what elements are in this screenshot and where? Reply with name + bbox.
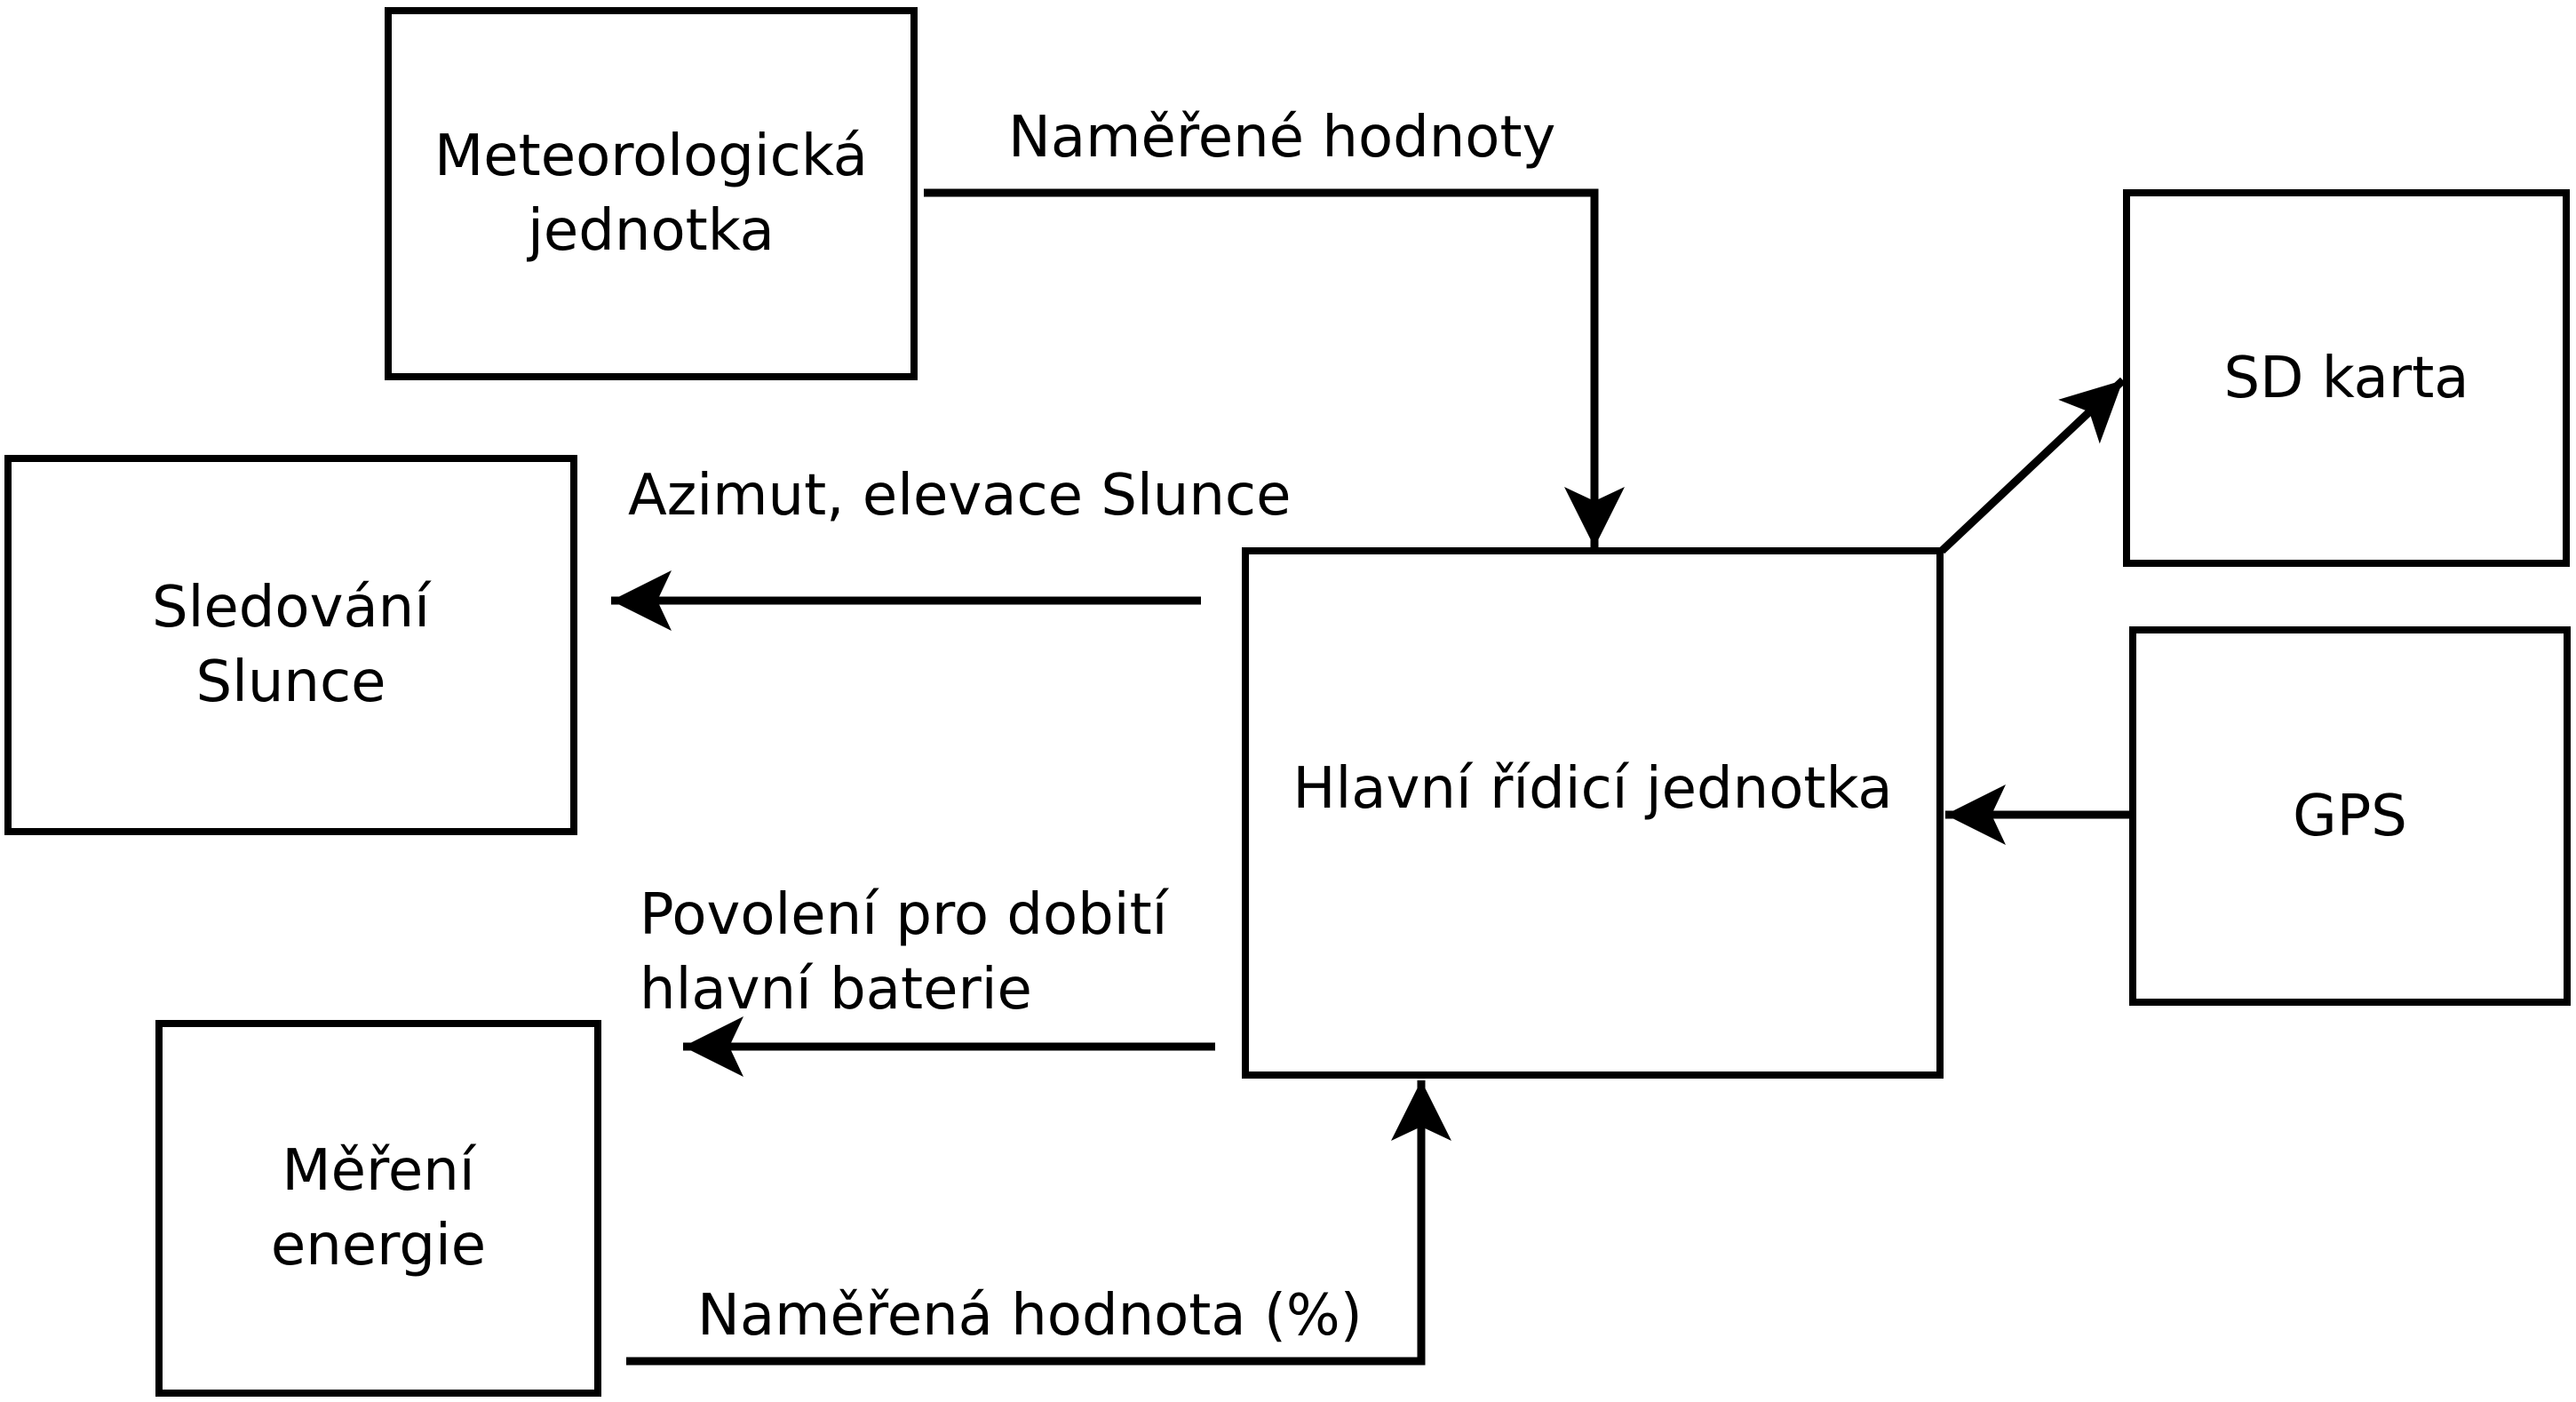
box-label-line: energie xyxy=(270,1213,487,1279)
box-label-line: Měření xyxy=(282,1138,475,1204)
box-label-line: Meteorologická xyxy=(434,123,868,189)
box-label-line: Slunce xyxy=(195,649,386,715)
edge-label-line: hlavní baterie xyxy=(640,957,1032,1023)
box-energy-measurement: Měření energie xyxy=(155,1020,601,1397)
edge-sd-card-arrow xyxy=(1938,377,2127,554)
box-label-line: jednotka xyxy=(528,198,775,264)
box-meteorological-unit: Meteorologická jednotka xyxy=(385,7,918,380)
edge-label-azimuth-elevation: Azimut, elevace Slunce xyxy=(628,463,1292,529)
box-main-control-unit: Hlavní řídicí jednotka xyxy=(1242,547,1944,1079)
edge-label-measured-percent: Naměřená hodnota (%) xyxy=(697,1283,1363,1349)
box-label-line: GPS xyxy=(2293,783,2407,849)
edge-label-line: Povolení pro dobití xyxy=(640,882,1168,948)
box-label-line: Hlavní řídicí jednotka xyxy=(1292,756,1893,822)
edge-label-charge-permission: Povolení pro dobití hlavní baterie xyxy=(640,878,1167,1027)
box-label-line: Sledování xyxy=(152,575,430,641)
box-sun-tracking: Sledování Slunce xyxy=(4,455,577,835)
box-sd-card: SD karta xyxy=(2123,189,2570,567)
edge-label-measured-values: Naměřené hodnoty xyxy=(1008,105,1556,171)
box-label-line: SD karta xyxy=(2223,345,2469,411)
box-gps: GPS xyxy=(2129,626,2571,1006)
